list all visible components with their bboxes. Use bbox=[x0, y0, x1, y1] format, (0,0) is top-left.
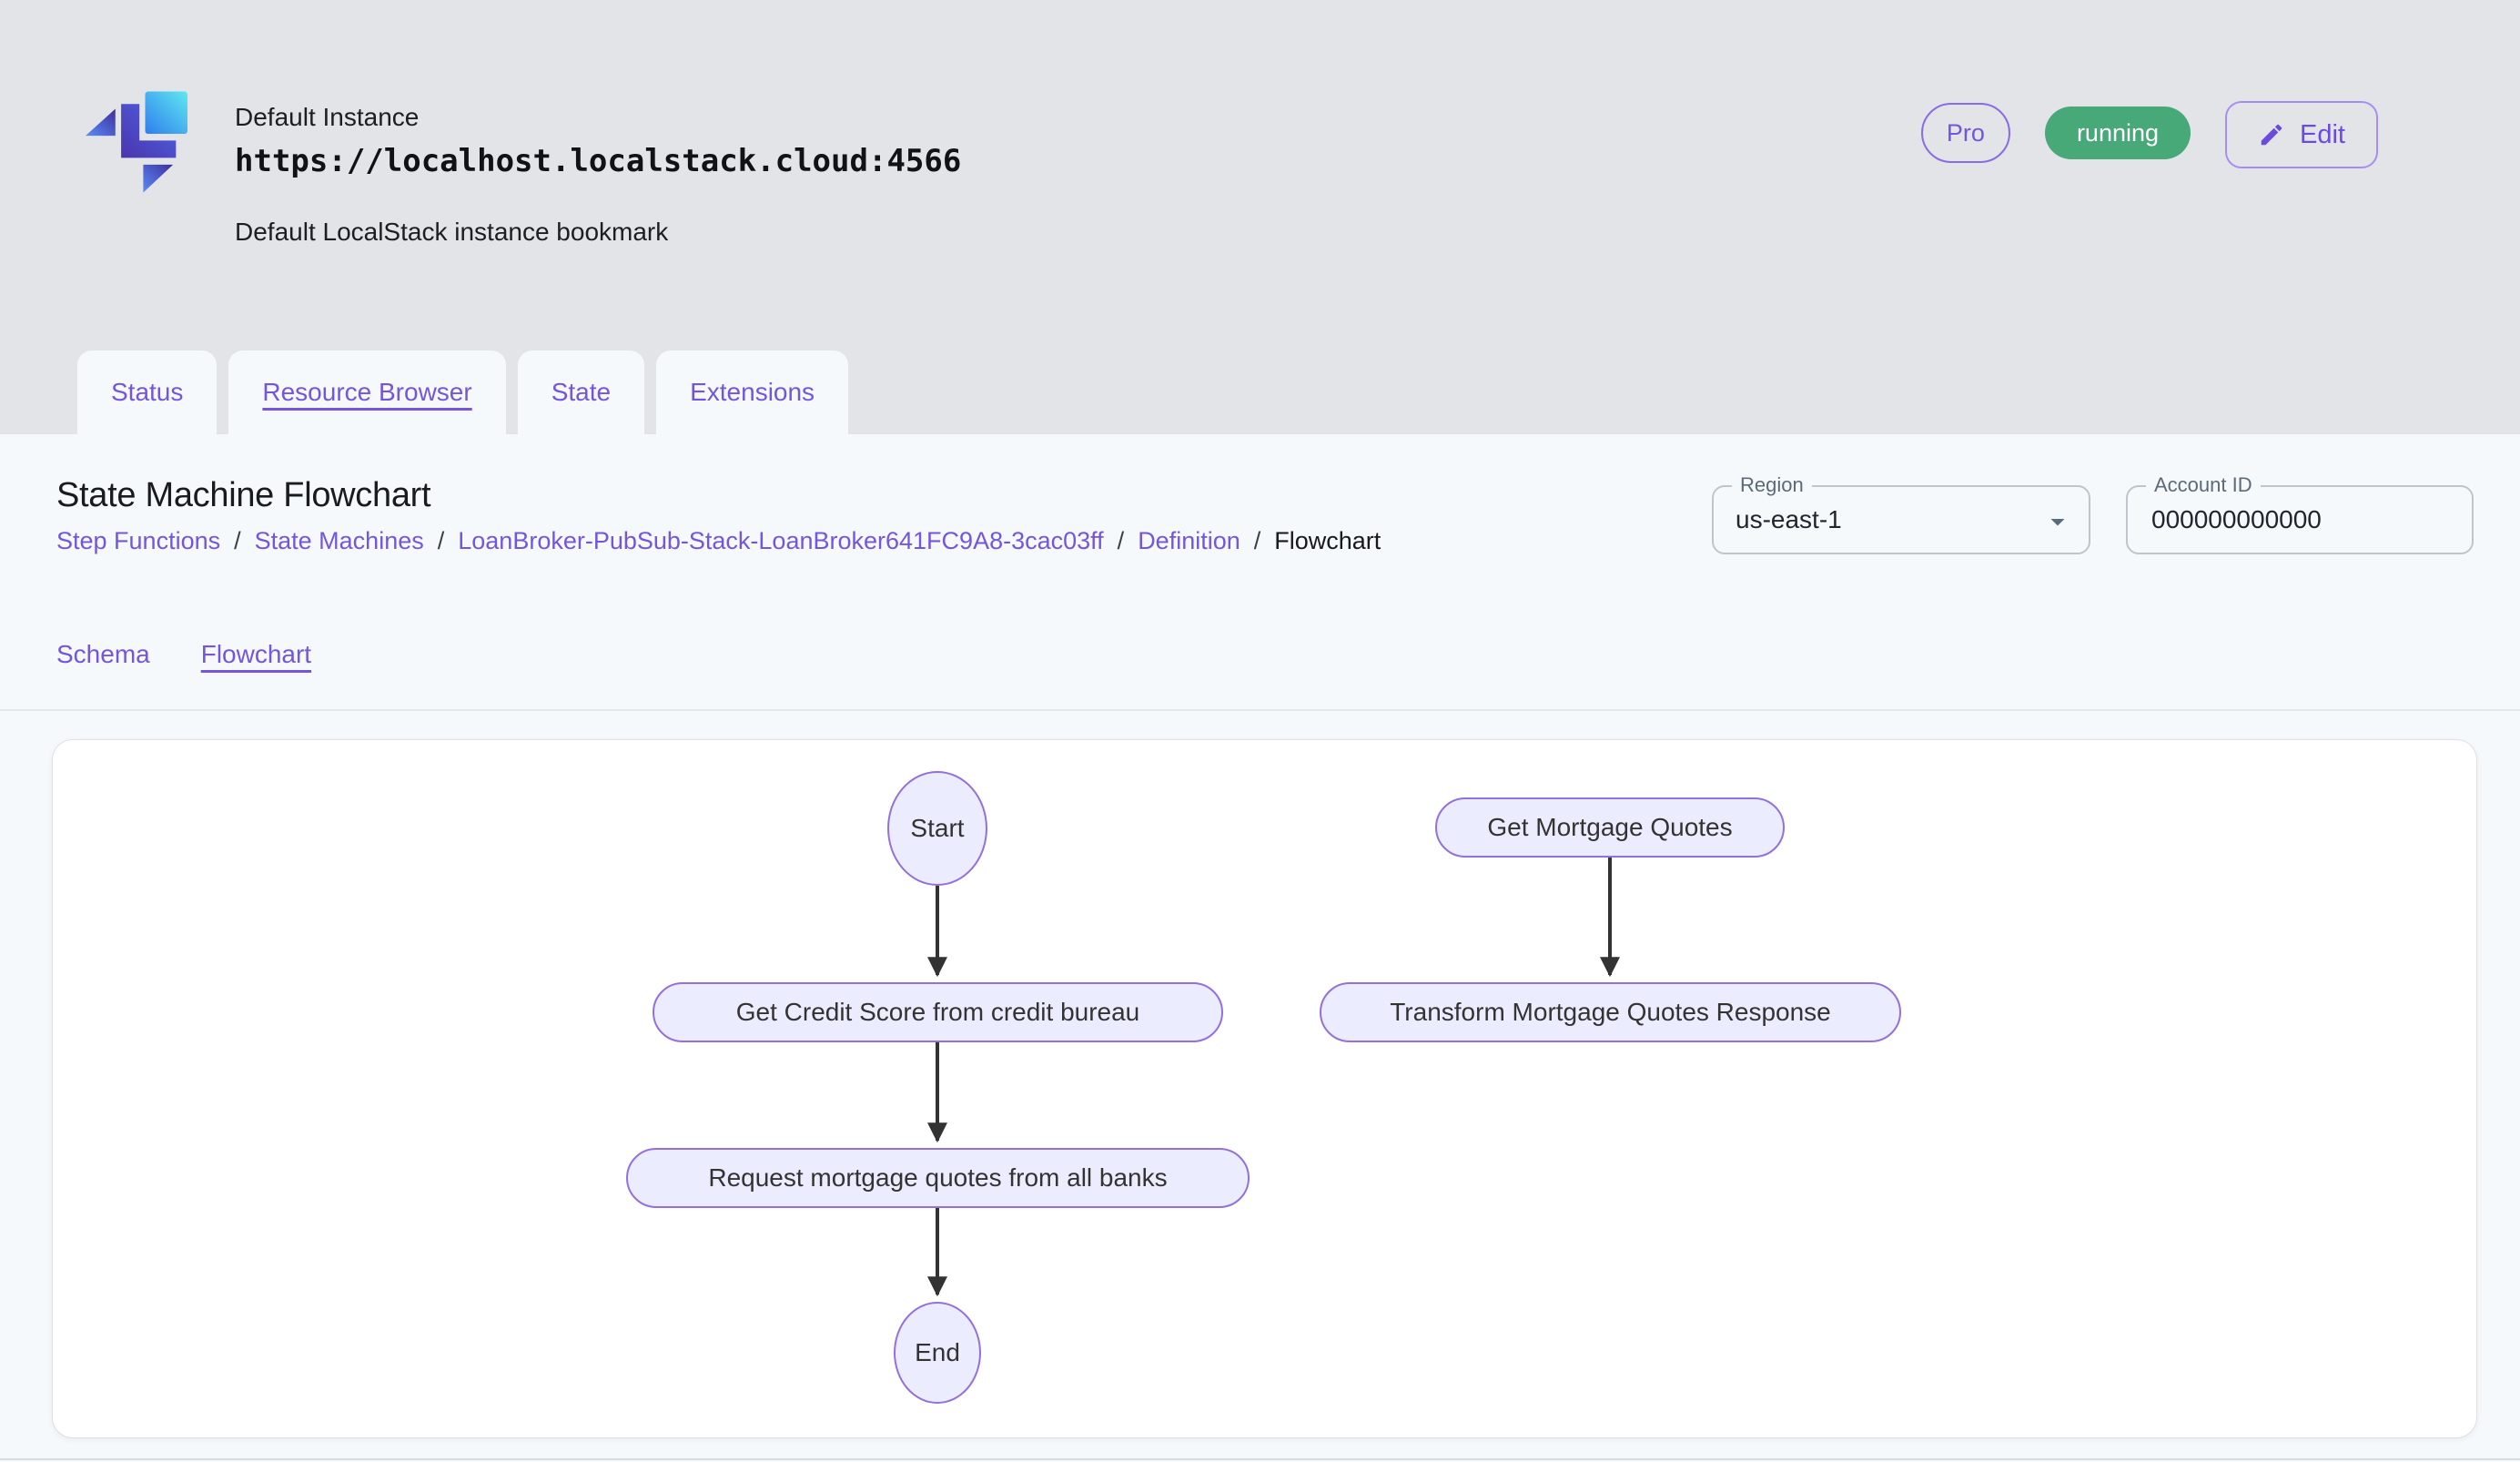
flowchart-node-get-credit-score-label: Get Credit Score from credit bureau bbox=[735, 998, 1140, 1026]
subtab-schema[interactable]: Schema bbox=[56, 640, 150, 668]
flowchart-node-start-label: Start bbox=[910, 814, 965, 842]
flowchart-node-end: End bbox=[894, 1302, 981, 1404]
resource-browser-panel: State Machine Flowchart Step Functions /… bbox=[0, 434, 2520, 1462]
header-actions: Pro running Edit bbox=[1920, 101, 2378, 168]
region-select-label: Region bbox=[1732, 474, 1812, 496]
flowchart-edges bbox=[927, 858, 1620, 1297]
bottom-divider bbox=[0, 1458, 2520, 1460]
tab-state[interactable]: State bbox=[517, 350, 645, 434]
context-fields: Region us-east-1 Account ID bbox=[1712, 474, 2474, 554]
flowchart-node-end-label: End bbox=[915, 1338, 960, 1366]
region-select-value: us-east-1 bbox=[1736, 505, 1842, 533]
instance-name: Default Instance bbox=[235, 103, 420, 131]
edit-button[interactable]: Edit bbox=[2225, 101, 2378, 168]
breadcrumb-state-machines[interactable]: State Machines bbox=[254, 527, 424, 554]
tab-status[interactable]: Status bbox=[77, 350, 218, 434]
definition-subtabs: Schema Flowchart bbox=[56, 640, 311, 669]
tab-status-label: Status bbox=[111, 378, 184, 406]
breadcrumb-flowchart: Flowchart bbox=[1274, 527, 1381, 554]
breadcrumb-definition[interactable]: Definition bbox=[1138, 527, 1240, 554]
breadcrumb-separator: / bbox=[437, 527, 445, 554]
tab-extensions-label: Extensions bbox=[690, 378, 815, 406]
main-tabs: Status Resource Browser State Extensions bbox=[77, 350, 849, 434]
tab-state-label: State bbox=[551, 378, 612, 406]
instance-description: Default LocalStack instance bookmark bbox=[235, 218, 669, 246]
tab-resource-browser-label: Resource Browser bbox=[262, 378, 472, 406]
page-head: State Machine Flowchart Step Functions /… bbox=[56, 474, 1381, 555]
account-id-label: Account ID bbox=[2146, 474, 2261, 496]
flowchart-node-get-mortgage-quotes: Get Mortgage Quotes bbox=[1435, 797, 1785, 858]
breadcrumb-state-machine-name[interactable]: LoanBroker-PubSub-Stack-LoanBroker641FC9… bbox=[458, 527, 1104, 554]
account-id-field: Account ID bbox=[2126, 474, 2474, 554]
account-id-input[interactable] bbox=[2128, 487, 2472, 553]
breadcrumb-separator: / bbox=[234, 527, 241, 554]
edit-button-label: Edit bbox=[2300, 119, 2345, 149]
subtabs-divider bbox=[0, 709, 2520, 711]
flowchart-node-get-mortgage-quotes-label: Get Mortgage Quotes bbox=[1487, 813, 1733, 841]
tab-resource-browser[interactable]: Resource Browser bbox=[228, 350, 506, 434]
subtab-flowchart[interactable]: Flowchart bbox=[200, 640, 312, 668]
tab-extensions[interactable]: Extensions bbox=[656, 350, 849, 434]
flowchart-node-request-quotes-label: Request mortgage quotes from all banks bbox=[708, 1163, 1168, 1192]
breadcrumb-step-functions[interactable]: Step Functions bbox=[56, 527, 221, 554]
pro-chip: Pro bbox=[1920, 103, 2010, 163]
flowchart-node-request-quotes: Request mortgage quotes from all banks bbox=[626, 1148, 1250, 1208]
breadcrumb: Step Functions / State Machines / LoanBr… bbox=[56, 527, 1381, 555]
flowchart-card: Start Get Credit Score from credit burea… bbox=[53, 740, 2476, 1437]
pencil-icon bbox=[2258, 121, 2285, 148]
localstack-logo-icon bbox=[86, 91, 187, 193]
page-title: State Machine Flowchart bbox=[56, 476, 431, 514]
breadcrumb-separator: / bbox=[1253, 527, 1261, 554]
flowchart-node-start: Start bbox=[887, 771, 987, 886]
flowchart-node-transform-response-label: Transform Mortgage Quotes Response bbox=[1390, 998, 1831, 1026]
breadcrumb-separator: / bbox=[1117, 527, 1125, 554]
status-badge: running bbox=[2044, 107, 2191, 159]
flowchart-node-get-credit-score: Get Credit Score from credit bureau bbox=[653, 982, 1223, 1042]
region-select[interactable]: Region us-east-1 bbox=[1712, 474, 2090, 554]
instance-info: Default Instance https://localhost.local… bbox=[235, 102, 961, 248]
instance-url: https://localhost.localstack.cloud:4566 bbox=[235, 143, 962, 179]
flowchart-node-transform-response: Transform Mortgage Quotes Response bbox=[1320, 982, 1901, 1042]
dropdown-arrow-icon bbox=[2041, 505, 2074, 538]
